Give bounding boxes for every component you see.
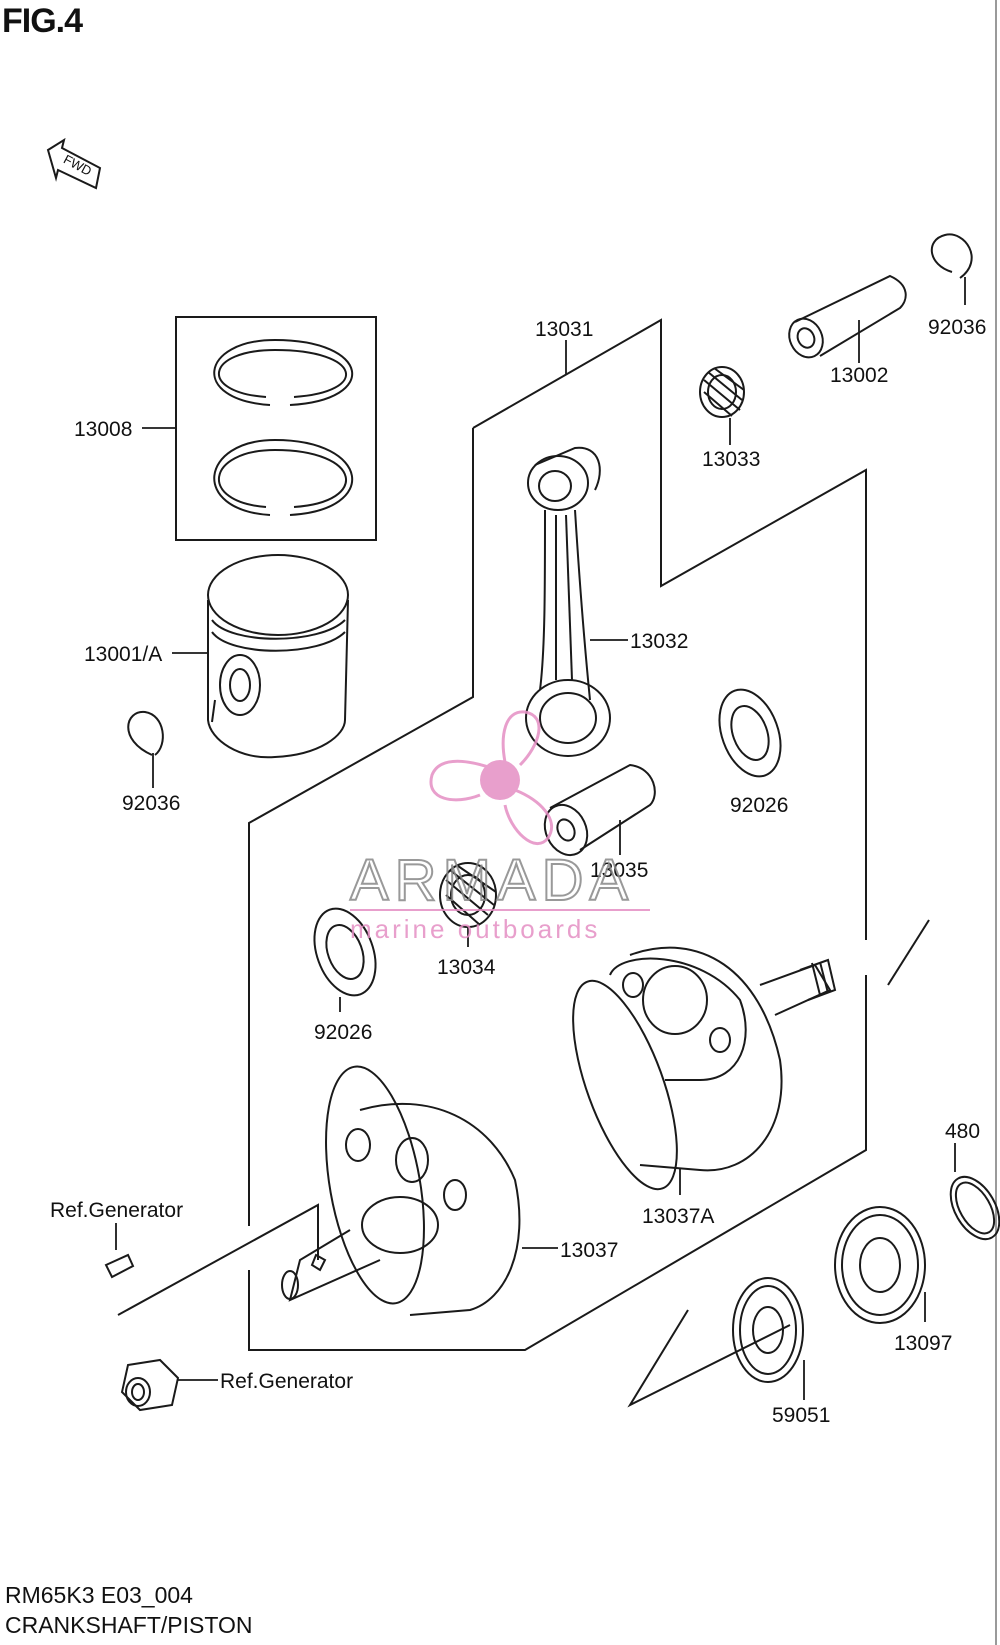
assembly-key-line [117,1203,319,1316]
thrust-washer-left [313,907,377,997]
callout-92026-right: 92026 [730,794,788,817]
assembly-break-lower [627,1309,791,1408]
callout-13008: 13008 [74,418,132,441]
fwd-arrow-icon: FWD [46,137,102,190]
woodruff-key [104,1253,135,1279]
callout-ref-generator-key: Ref.Generator [50,1199,183,1222]
crankshaft-half-left [281,1065,521,1316]
snap-ring-480 [949,1175,1000,1241]
callout-13031: 13031 [535,318,593,341]
callout-13037: 13037 [560,1239,618,1262]
assembly-break-upper [887,919,930,986]
piston [207,554,349,759]
callout-92026-left: 92026 [314,1021,372,1044]
callout-13002: 13002 [830,364,888,387]
callout-13034: 13034 [437,956,496,979]
assembly-outline-lower [248,975,867,1351]
callout-480: 480 [945,1120,980,1143]
callout-92036-right: 92036 [928,316,986,339]
leader-lines [115,277,966,1400]
needle-bearing-upper [699,366,745,418]
callout-13033: 13033 [702,448,760,471]
callout-ref-generator-nut: Ref.Generator [220,1370,353,1393]
page-edge-rule [995,0,997,1645]
model-code: RM65K3 E03_004 [5,1582,193,1608]
callout-59051: 59051 [772,1404,830,1427]
crankshaft-half-right [572,946,837,1191]
callout-13035: 13035 [590,859,648,882]
piston-rings [175,316,377,541]
watermark-brand: ARMADA [350,848,634,913]
callout-13001a: 13001/A [84,643,162,666]
flange-nut [120,1358,180,1412]
assembly-outline-left [248,428,474,1226]
thrust-washer-right [718,688,782,778]
piston-pin [788,274,907,359]
figure-caption: CRANKSHAFT/PISTON [5,1612,253,1638]
figure-title: FIG.4 [2,2,83,40]
gear-59051 [732,1277,804,1383]
callout-13037a: 13037A [642,1205,714,1228]
callout-13032: 13032 [630,630,688,653]
assembly-outline-upper [472,318,867,940]
connecting-rod [525,446,611,757]
watermark-tagline: marine outboards [350,914,600,944]
propeller-logo-icon [429,710,554,845]
gear-13097 [834,1206,926,1324]
callout-92036-left: 92036 [122,792,180,815]
callout-13097: 13097 [894,1332,952,1355]
armada-watermark: ARMADA marine outboards [349,710,650,944]
circlip-left [127,710,164,756]
circlip-right [930,233,973,279]
